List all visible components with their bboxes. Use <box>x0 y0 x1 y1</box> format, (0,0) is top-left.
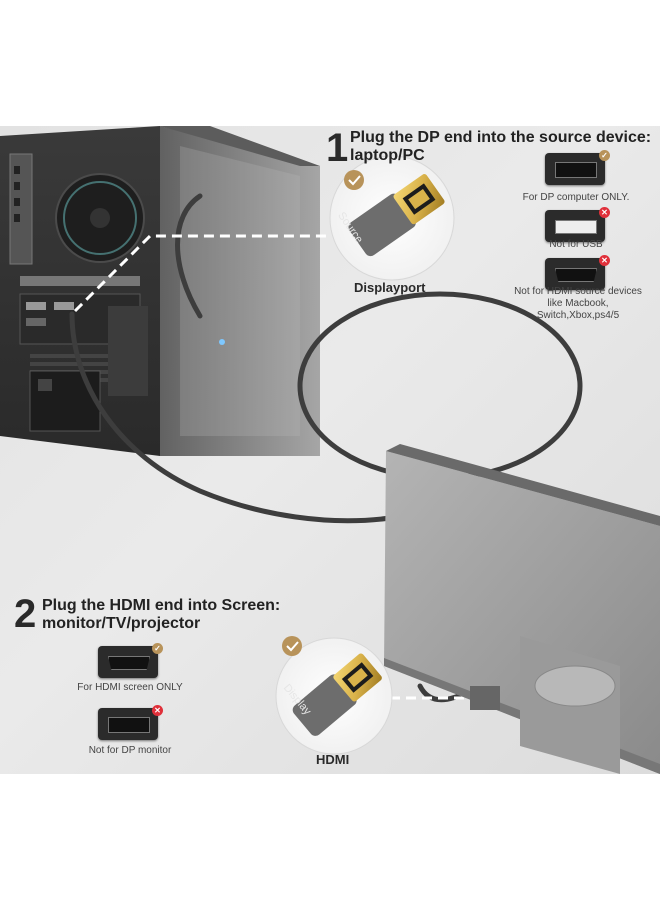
displayport-port-icon: ✓ <box>545 150 610 185</box>
dp-check-icon <box>344 170 364 190</box>
displayport-port-icon: ✕ <box>98 705 163 740</box>
not-for-dp-monitor-text: Not for DP monitor <box>88 745 172 756</box>
step1-title-line2: laptop/PC <box>350 147 425 164</box>
dp-computer-only-text: For DP computer ONLY. <box>522 192 630 203</box>
leader-line-dp <box>73 234 330 313</box>
step2-title-line1: Plug the HDMI end into Screen: <box>42 597 281 614</box>
hdmi-port-icon: ✕ <box>545 255 610 290</box>
hdmi-port-icon: ✓ <box>98 643 163 678</box>
step2-title-line2: monitor/TV/projector <box>42 615 201 632</box>
monitor <box>384 444 660 774</box>
hdmi-label: HDMI <box>316 752 350 767</box>
scene-illustration <box>0 126 660 774</box>
pc-tower <box>0 126 320 456</box>
hdmi-connector-inset <box>275 637 393 755</box>
product-scene: Source Display Displayport HDMI 1 Plug t… <box>0 126 660 774</box>
usb-port-icon: ✕ <box>545 207 610 242</box>
displayport-label: Displayport <box>354 280 426 295</box>
cable <box>69 193 583 703</box>
step2-number: 2 <box>14 592 37 636</box>
hdmi-screen-only-text: For HDMI screen ONLY <box>77 682 183 693</box>
step1-number: 1 <box>326 126 349 170</box>
not-for-hdmi-source-text: Not for HDMI source devices like Macbook… <box>514 286 642 321</box>
hdmi-check-icon <box>282 636 302 656</box>
step1-title-line1: Plug the DP end into the source device: <box>350 129 652 146</box>
not-for-usb-text: Not for USB <box>549 239 603 250</box>
